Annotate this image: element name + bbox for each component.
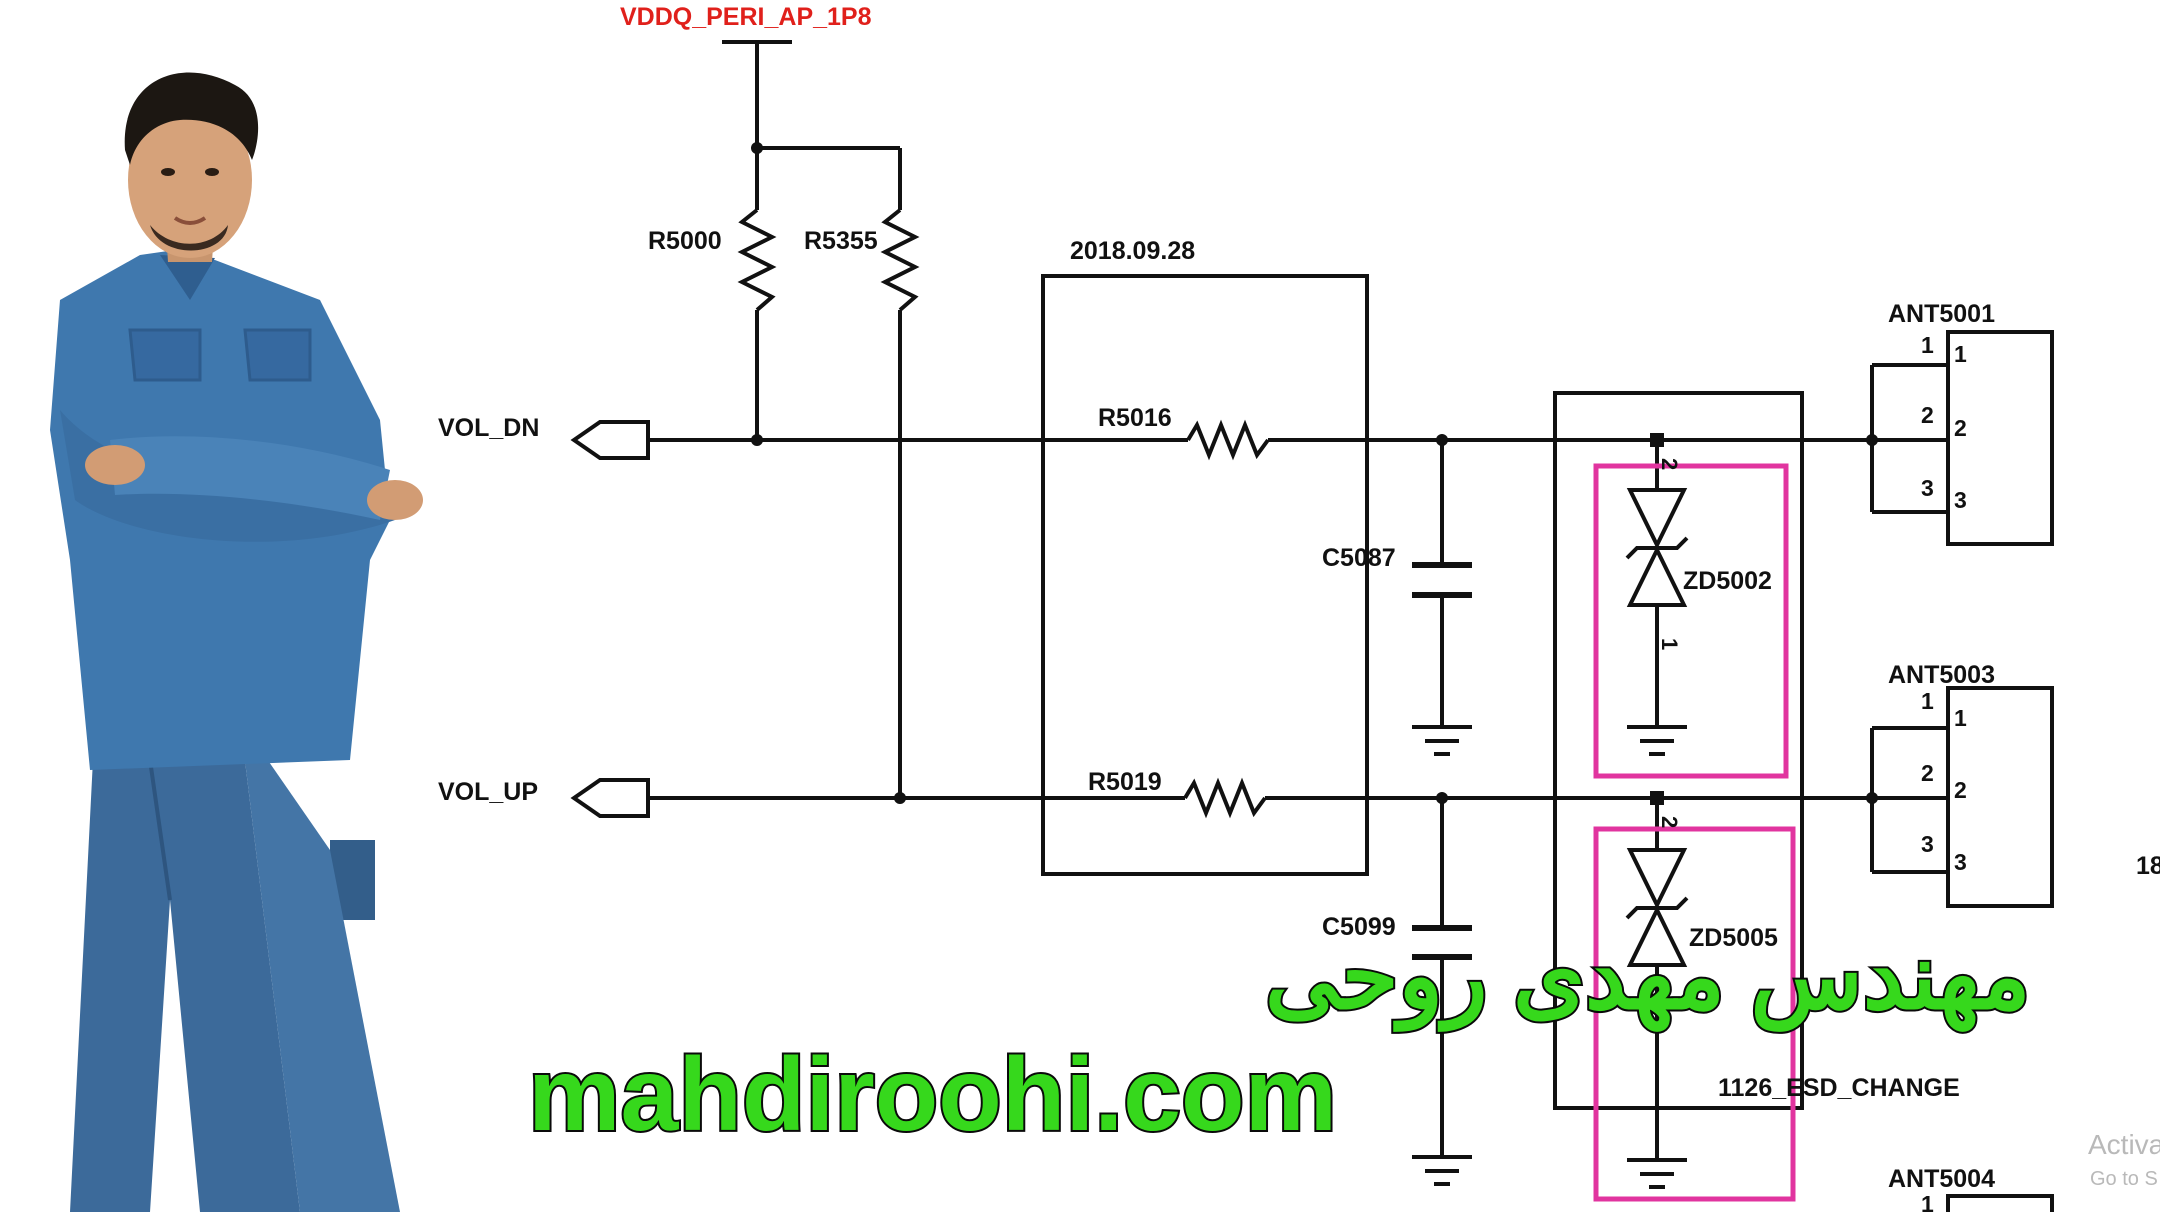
ant5003-pin-inner-3: 3 xyxy=(1954,849,1967,875)
resistor-r5000 xyxy=(737,208,777,312)
port-vol-dn-arrow xyxy=(570,420,650,460)
label-c5087: C5087 xyxy=(1322,544,1396,572)
ant5003-pin-inner-1: 1 xyxy=(1954,705,1967,731)
ant5001-pin-outer-1: 1 xyxy=(1921,332,1934,358)
ant5003-pin-outer-2: 2 xyxy=(1921,760,1934,786)
ant5001-pin-outer-3: 3 xyxy=(1921,475,1934,501)
branding-overlay: مهندس مهدی روحی mahdiroohi.com xyxy=(526,924,2033,1155)
ant5003-pin-outer-3: 3 xyxy=(1921,831,1934,857)
zd5005-pin-2: 2 xyxy=(1657,816,1682,828)
resistor-r5019 xyxy=(1183,777,1267,819)
resistor-symbols xyxy=(737,208,1270,819)
capacitor-symbols xyxy=(1412,562,1472,960)
connector-ant5004 xyxy=(1946,1194,2054,1212)
ant5004-pin-outer-1: 1 xyxy=(1921,1191,1934,1212)
zd5002-pin-2: 2 xyxy=(1657,458,1682,470)
resistor-r5016 xyxy=(1186,419,1270,461)
zd5002-pin-1: 1 xyxy=(1657,638,1682,650)
ant5001-pin-inner-1: 1 xyxy=(1954,341,1967,367)
highlight-zd5005 xyxy=(1593,826,1796,1202)
diode-zd5002 xyxy=(1625,488,1689,607)
label-ant5004: ANT5004 xyxy=(1888,1165,1995,1193)
engineer-photo xyxy=(50,72,423,1212)
wires xyxy=(648,40,1950,1212)
highlight-frames xyxy=(1593,463,1796,1202)
port-vol-up-arrow xyxy=(570,778,650,818)
ant5001-pin-outer-2: 2 xyxy=(1921,402,1934,428)
highlight-zd5002 xyxy=(1593,463,1789,779)
label-r5019: R5019 xyxy=(1088,768,1162,796)
website-url[interactable]: mahdiroohi.com xyxy=(526,1035,1339,1155)
port-symbols xyxy=(570,420,650,818)
page-fragment: 18 xyxy=(2136,852,2160,880)
ant5003-pin-outer-1: 1 xyxy=(1921,688,1934,714)
label-r5016: R5016 xyxy=(1098,404,1172,432)
change-note: 1126_ESD_CHANGE xyxy=(1718,1074,1960,1102)
label-ant5001: ANT5001 xyxy=(1888,300,1995,328)
engineer-name-fa: مهندس مهدی روحی xyxy=(1265,926,2031,1032)
zener-symbols xyxy=(1625,488,1689,967)
revision-box xyxy=(1041,274,1369,876)
junction-dots xyxy=(751,142,1878,805)
port-vol-dn-label: VOL_DN xyxy=(438,414,539,442)
boxes xyxy=(1041,274,2054,1212)
ant5001-pin-inner-3: 3 xyxy=(1954,487,1967,513)
ant5001-pin-inner-2: 2 xyxy=(1954,415,1967,441)
watermark-line-2: Go to S xyxy=(2090,1168,2158,1190)
label-zd5005: ZD5005 xyxy=(1689,924,1778,952)
label-r5355: R5355 xyxy=(804,227,878,255)
connector-ant5003 xyxy=(1946,686,2054,908)
port-vol-up-label: VOL_UP xyxy=(438,778,538,806)
zd5005-pin-1: 1 xyxy=(1657,995,1682,1007)
label-r5000: R5000 xyxy=(648,227,722,255)
activation-watermark: Activa Go to S xyxy=(2088,1129,2160,1190)
label-ant5003: ANT5003 xyxy=(1888,661,1995,689)
esd-group-box xyxy=(1553,391,1804,1110)
ant5003-pin-inner-2: 2 xyxy=(1954,777,1967,803)
power-rail-label: VDDQ_PERI_AP_1P8 xyxy=(620,3,872,31)
resistor-r5355 xyxy=(880,208,920,312)
label-c5099: C5099 xyxy=(1322,913,1396,941)
diode-zd5005 xyxy=(1625,848,1689,967)
watermark-line-1: Activa xyxy=(2088,1129,2160,1160)
label-zd5002: ZD5002 xyxy=(1683,567,1772,595)
date-stamp: 2018.09.28 xyxy=(1070,237,1195,265)
connector-ant5001 xyxy=(1946,330,2054,546)
